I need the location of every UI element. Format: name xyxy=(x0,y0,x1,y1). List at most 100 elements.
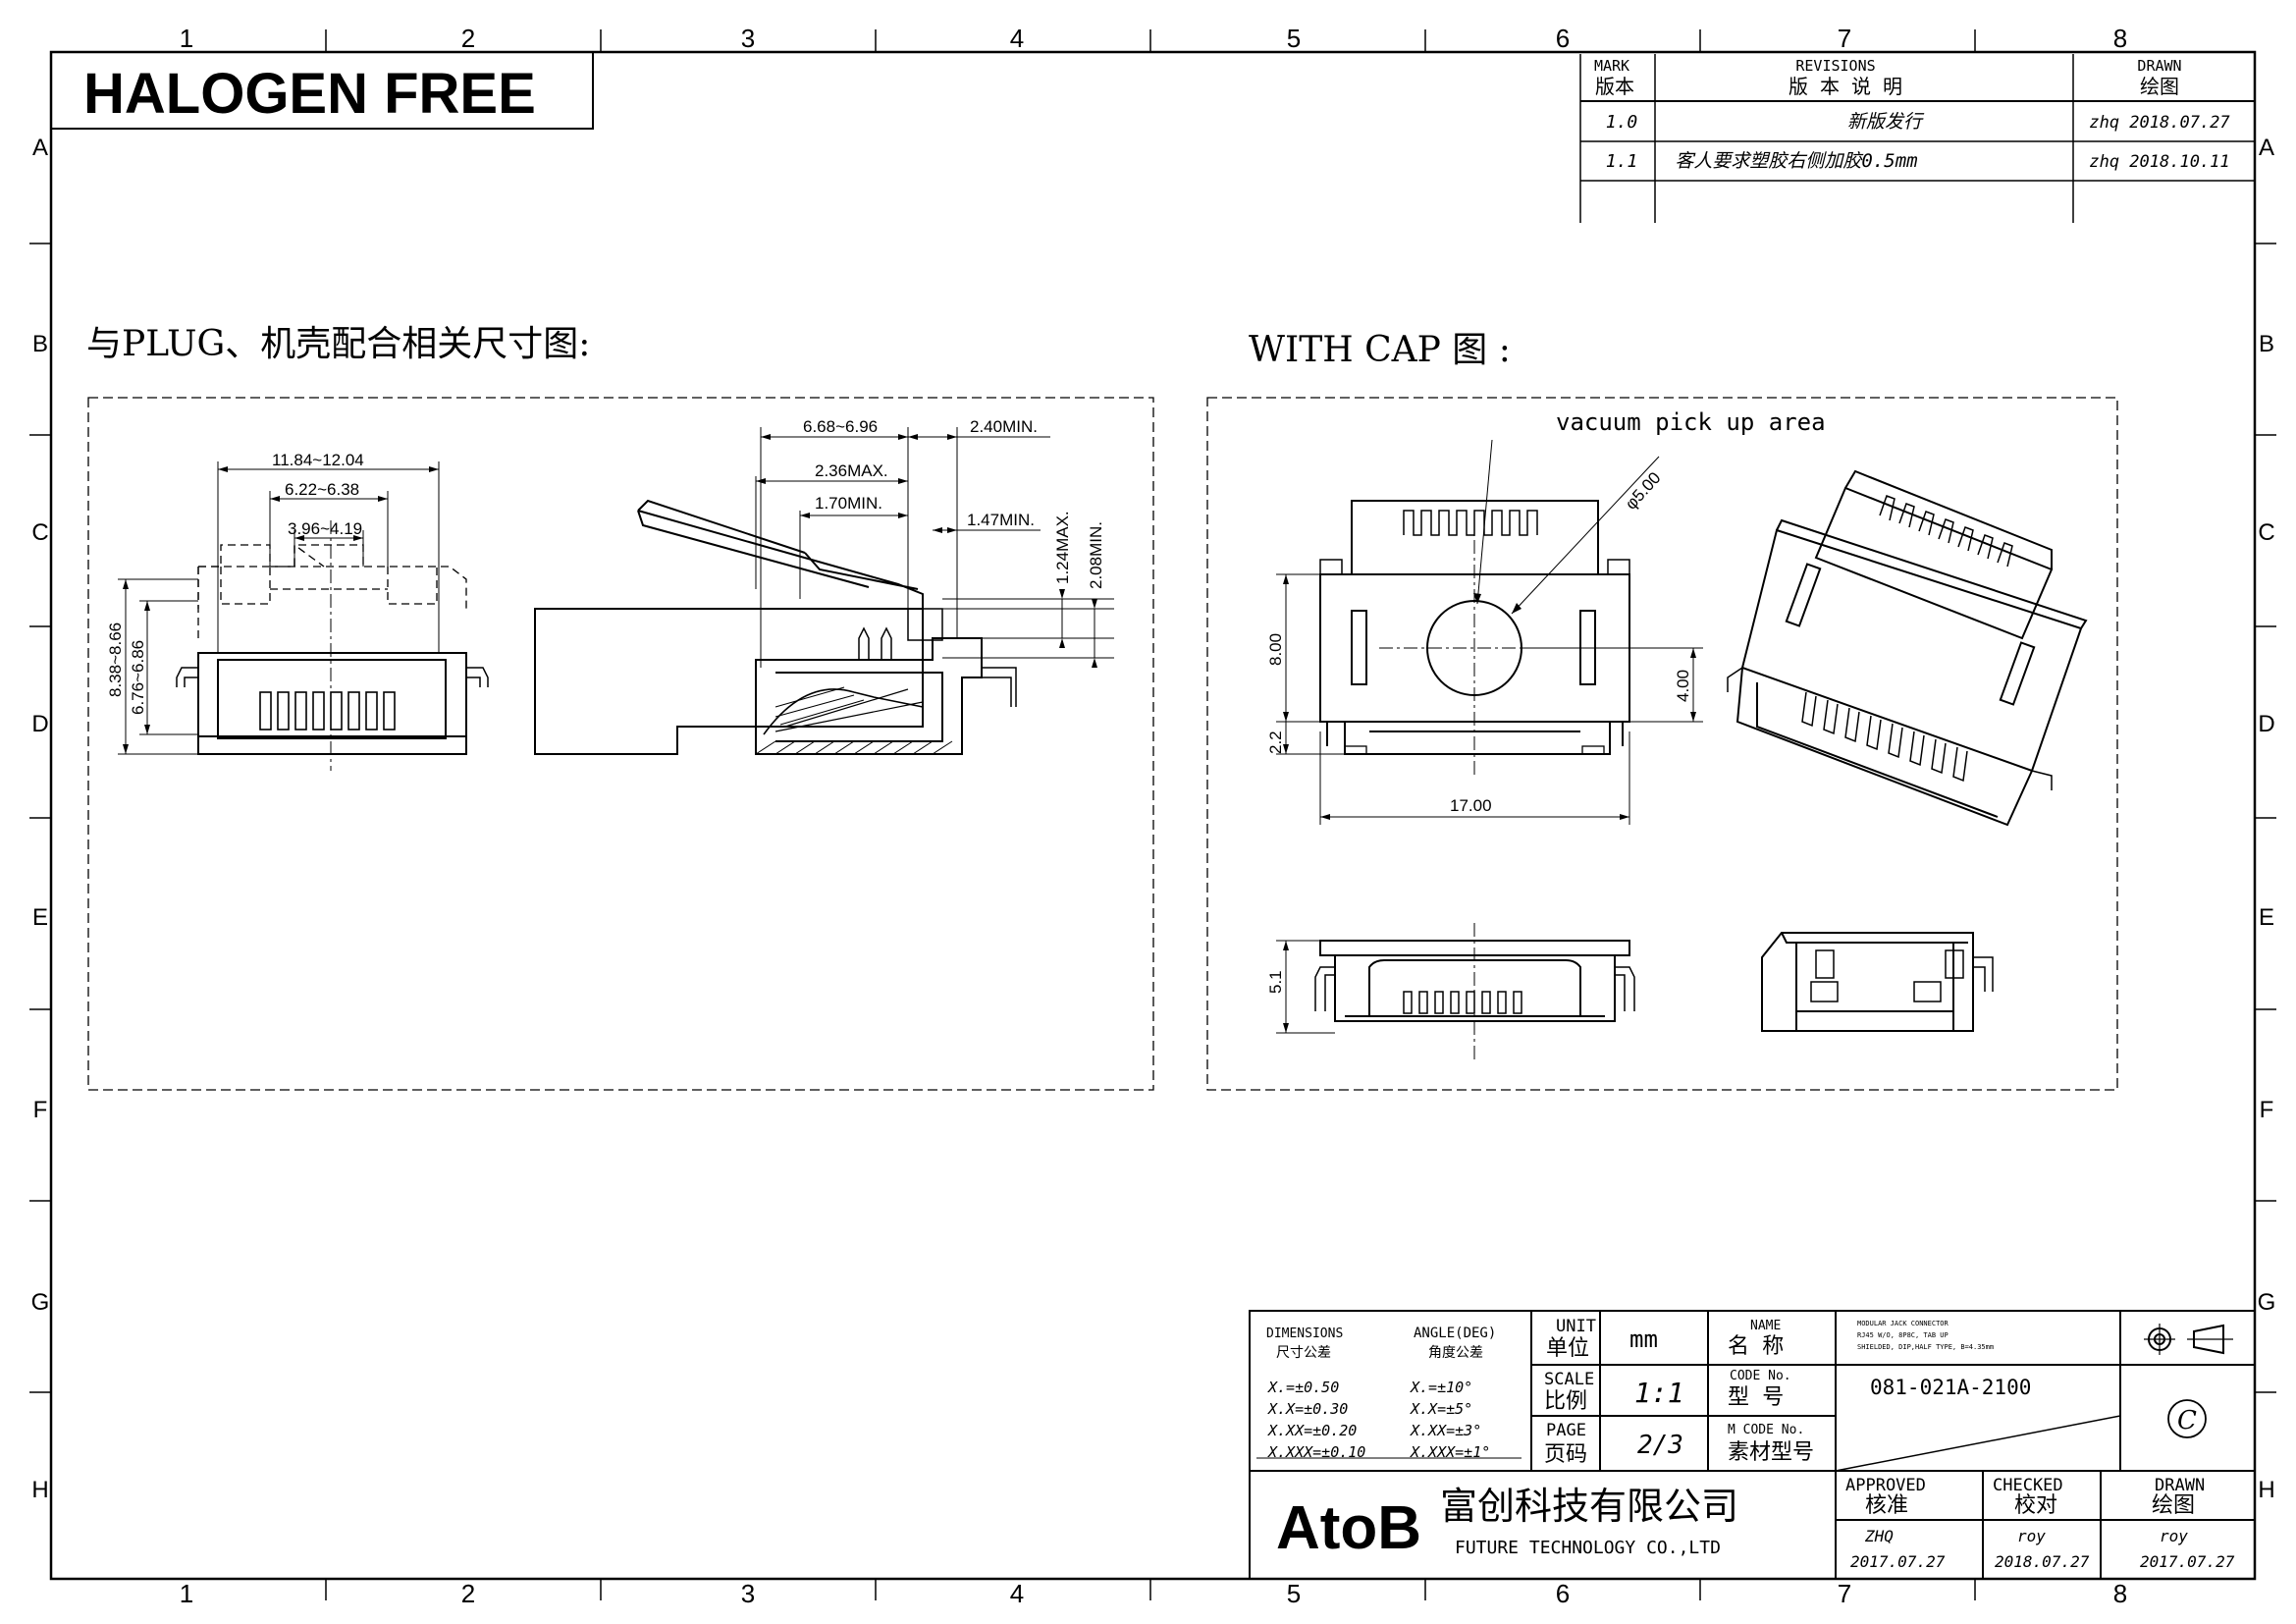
halogen-free-title: HALOGEN FREE xyxy=(83,62,536,126)
col-8-bottom: 8 xyxy=(2113,1579,2127,1608)
tb-checked-by: roy xyxy=(2017,1527,2046,1545)
dim-w-outer: 11.84~12.04 xyxy=(272,451,364,469)
row-letters: A B C D E F G H A B C D E F G H xyxy=(31,135,2276,1503)
dim-side-e: 1.47MIN. xyxy=(967,511,1035,529)
row-g-left: G xyxy=(31,1289,50,1316)
col-6-top: 6 xyxy=(1556,24,1570,53)
right-view-frame xyxy=(1206,397,2118,1091)
projection-symbol-icon xyxy=(2144,1324,2233,1355)
revisions-table xyxy=(1579,54,2255,223)
front-view-dimensions xyxy=(118,461,440,755)
tb-code-cn: 型 号 xyxy=(1728,1385,1784,1410)
tb-code-en: CODE No. xyxy=(1730,1369,1791,1383)
dim-w-mid: 6.22~6.38 xyxy=(285,480,359,499)
rev-row1-desc: 新版发行 xyxy=(1847,111,1925,133)
tb-drawn-cn: 绘图 xyxy=(2152,1493,2195,1518)
dim-side-a: 6.68~6.96 xyxy=(803,417,878,436)
tb-code-val: 081-021A-2100 xyxy=(1870,1376,2031,1399)
tb-approved-cn: 核准 xyxy=(1865,1493,1908,1518)
tb-name-val-3: SHIELDED, DIP,HALF TYPE, B=4.35mm xyxy=(1857,1343,1994,1351)
cap-isometric-view xyxy=(1727,469,2088,827)
cap-front-view xyxy=(1314,923,1635,1060)
dim-h-outer: 8.38~8.66 xyxy=(106,623,125,697)
dim-side-c: 2.36MAX. xyxy=(815,461,888,480)
row-f-left: F xyxy=(33,1097,48,1123)
tb-scale-en: SCALE xyxy=(1544,1370,1594,1389)
tb-ang-2: X.X=±5° xyxy=(1410,1400,1472,1418)
rev-hdr-drawn-cn: 绘图 xyxy=(2140,75,2179,98)
tb-mcode-en: M CODE No. xyxy=(1728,1423,1804,1437)
right-caption: WITH CAP 图 : xyxy=(1249,330,1511,370)
tb-angle-en: ANGLE(DEG) xyxy=(1414,1326,1496,1341)
rev-hdr-rev-en: REVISIONS xyxy=(1795,57,1875,75)
col-4-top: 4 xyxy=(1010,24,1024,53)
tb-dimensions-en: DIMENSIONS xyxy=(1266,1326,1343,1341)
rev-hdr-mark-en: MARK xyxy=(1594,57,1629,75)
side-view-dimensions xyxy=(755,427,1114,668)
tb-page-en: PAGE xyxy=(1546,1421,1586,1440)
row-a-right: A xyxy=(2259,135,2274,161)
col-1-bottom: 1 xyxy=(180,1579,193,1608)
company-name-en: FUTURE TECHNOLOGY CO.,LTD xyxy=(1455,1538,1721,1558)
dim-offset: 2.2 xyxy=(1266,731,1285,754)
copyright-icon: C xyxy=(2167,1399,2207,1438)
row-d-left: D xyxy=(31,711,48,737)
row-e-left: E xyxy=(32,904,48,931)
cap-front-view-dimension xyxy=(1276,940,1335,1034)
revisions-text: MARK 版本 REVISIONS 版 本 说 明 DRAWN 绘图 1.0 新… xyxy=(1594,57,2230,172)
col-2-top: 2 xyxy=(461,24,475,53)
dim-w-inner: 3.96~4.19 xyxy=(288,519,362,538)
column-numbers: 1 2 3 4 5 6 7 8 1 2 3 4 5 6 7 8 xyxy=(180,24,2127,1608)
tb-name-cn: 名 称 xyxy=(1728,1334,1784,1359)
col-5-bottom: 5 xyxy=(1287,1579,1301,1608)
row-d-right: D xyxy=(2258,711,2274,737)
row-c-right: C xyxy=(2258,519,2274,546)
tb-scale-cn: 比例 xyxy=(1544,1389,1587,1414)
dim-h-inner: 6.76~6.86 xyxy=(129,640,147,715)
dim-height: 8.00 xyxy=(1266,633,1285,666)
row-b-right: B xyxy=(2259,331,2274,357)
col-6-bottom: 6 xyxy=(1556,1579,1570,1608)
row-e-right: E xyxy=(2259,904,2274,931)
tb-unit-cn: 单位 xyxy=(1546,1336,1589,1361)
col-8-top: 8 xyxy=(2113,24,2127,53)
copyright-letter: C xyxy=(2177,1406,2197,1435)
rev-row2-mark: 1.1 xyxy=(1606,151,1638,172)
plug-side-view xyxy=(534,499,1017,755)
tb-checked-en: CHECKED xyxy=(1993,1476,2063,1495)
tb-name-val-2: RJ45 W/O, 8P8C, TAB UP xyxy=(1857,1331,1949,1339)
tb-approved-date: 2017.07.27 xyxy=(1850,1552,1946,1571)
dim-diameter: φ5.00 xyxy=(1622,468,1665,514)
col-1-top: 1 xyxy=(180,24,193,53)
tb-checked-cn: 校对 xyxy=(2014,1493,2057,1518)
tb-unit-val: mm xyxy=(1629,1326,1658,1353)
title-block-text: DIMENSIONS 尺寸公差 ANGLE(DEG) 角度公差 X.=±0.50… xyxy=(1266,1317,2235,1571)
tb-ang-3: X.XX=±3° xyxy=(1410,1422,1481,1439)
tb-name-val-1: MODULAR JACK CONNECTOR xyxy=(1857,1320,1949,1327)
tb-name-en: NAME xyxy=(1750,1319,1781,1333)
rev-hdr-mark-cn: 版本 xyxy=(1595,75,1634,98)
sheet-frame xyxy=(29,29,2276,1600)
row-b-left: B xyxy=(32,331,48,357)
tb-tol-3: X.XX=±0.20 xyxy=(1267,1422,1357,1439)
tb-drawn-date: 2017.07.27 xyxy=(2140,1552,2235,1571)
dim-side-d: 1.70MIN. xyxy=(815,494,882,513)
tb-scale-val: 1:1 xyxy=(1634,1377,1684,1409)
tb-approved-by: ZHQ xyxy=(1864,1527,1894,1545)
tb-checked-date: 2018.07.27 xyxy=(1995,1552,2090,1571)
col-5-top: 5 xyxy=(1287,24,1301,53)
rev-row1-mark: 1.0 xyxy=(1606,112,1638,133)
side-view-dim-labels: 6.68~6.96 2.40MIN. 2.36MAX. 1.70MIN. 1.4… xyxy=(803,417,1105,589)
left-view-frame xyxy=(87,397,1154,1091)
tb-ang-1: X.=±10° xyxy=(1410,1379,1472,1396)
dim-side-b: 2.40MIN. xyxy=(970,417,1038,436)
tb-page-val: 2/3 xyxy=(1637,1431,1683,1460)
tb-drawn-en: DRAWN xyxy=(2155,1476,2205,1495)
halogen-free-box xyxy=(50,51,594,130)
jack-front-view xyxy=(176,520,489,771)
tb-page-cn: 页码 xyxy=(1544,1442,1587,1467)
row-g-right: G xyxy=(2258,1289,2276,1316)
tb-angle-cn: 角度公差 xyxy=(1428,1345,1483,1361)
row-a-left: A xyxy=(32,135,48,161)
